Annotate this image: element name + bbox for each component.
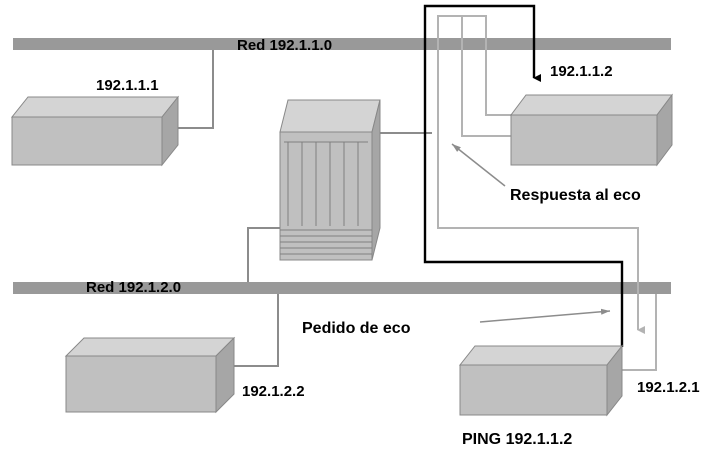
ip-label-host-c: 192.1.2.2 [242,383,305,400]
network-label-top: Red 192.1.1.0 [237,37,332,54]
ping-command-label: PING 192.1.1.2 [462,431,572,448]
host-box-2 [510,93,673,167]
host-box-4 [458,344,624,417]
reply-label: Respuesta al eco [510,187,641,204]
reply-path [437,15,657,371]
host-box-1 [10,95,180,167]
connector-host-a [178,48,214,129]
ip-label-host-d: 192.1.2.1 [637,379,700,396]
connector-router-bottom [247,227,280,282]
reply-pointer-arrow [451,143,506,187]
request-pointer-arrow [479,308,611,323]
host-box-3 [64,336,236,414]
request-label: Pedido de eco [302,320,411,337]
ip-label-host-a: 192.1.1.1 [96,77,159,94]
network-bus-bottom [13,282,671,294]
ip-label-host-b: 192.1.1.2 [550,63,613,80]
network-label-bottom: Red 192.1.2.0 [86,279,181,296]
host-connectors [178,48,432,367]
router [279,99,381,261]
connector-host-c [234,290,279,367]
network-bus-top [13,38,671,50]
request-path [423,4,624,347]
